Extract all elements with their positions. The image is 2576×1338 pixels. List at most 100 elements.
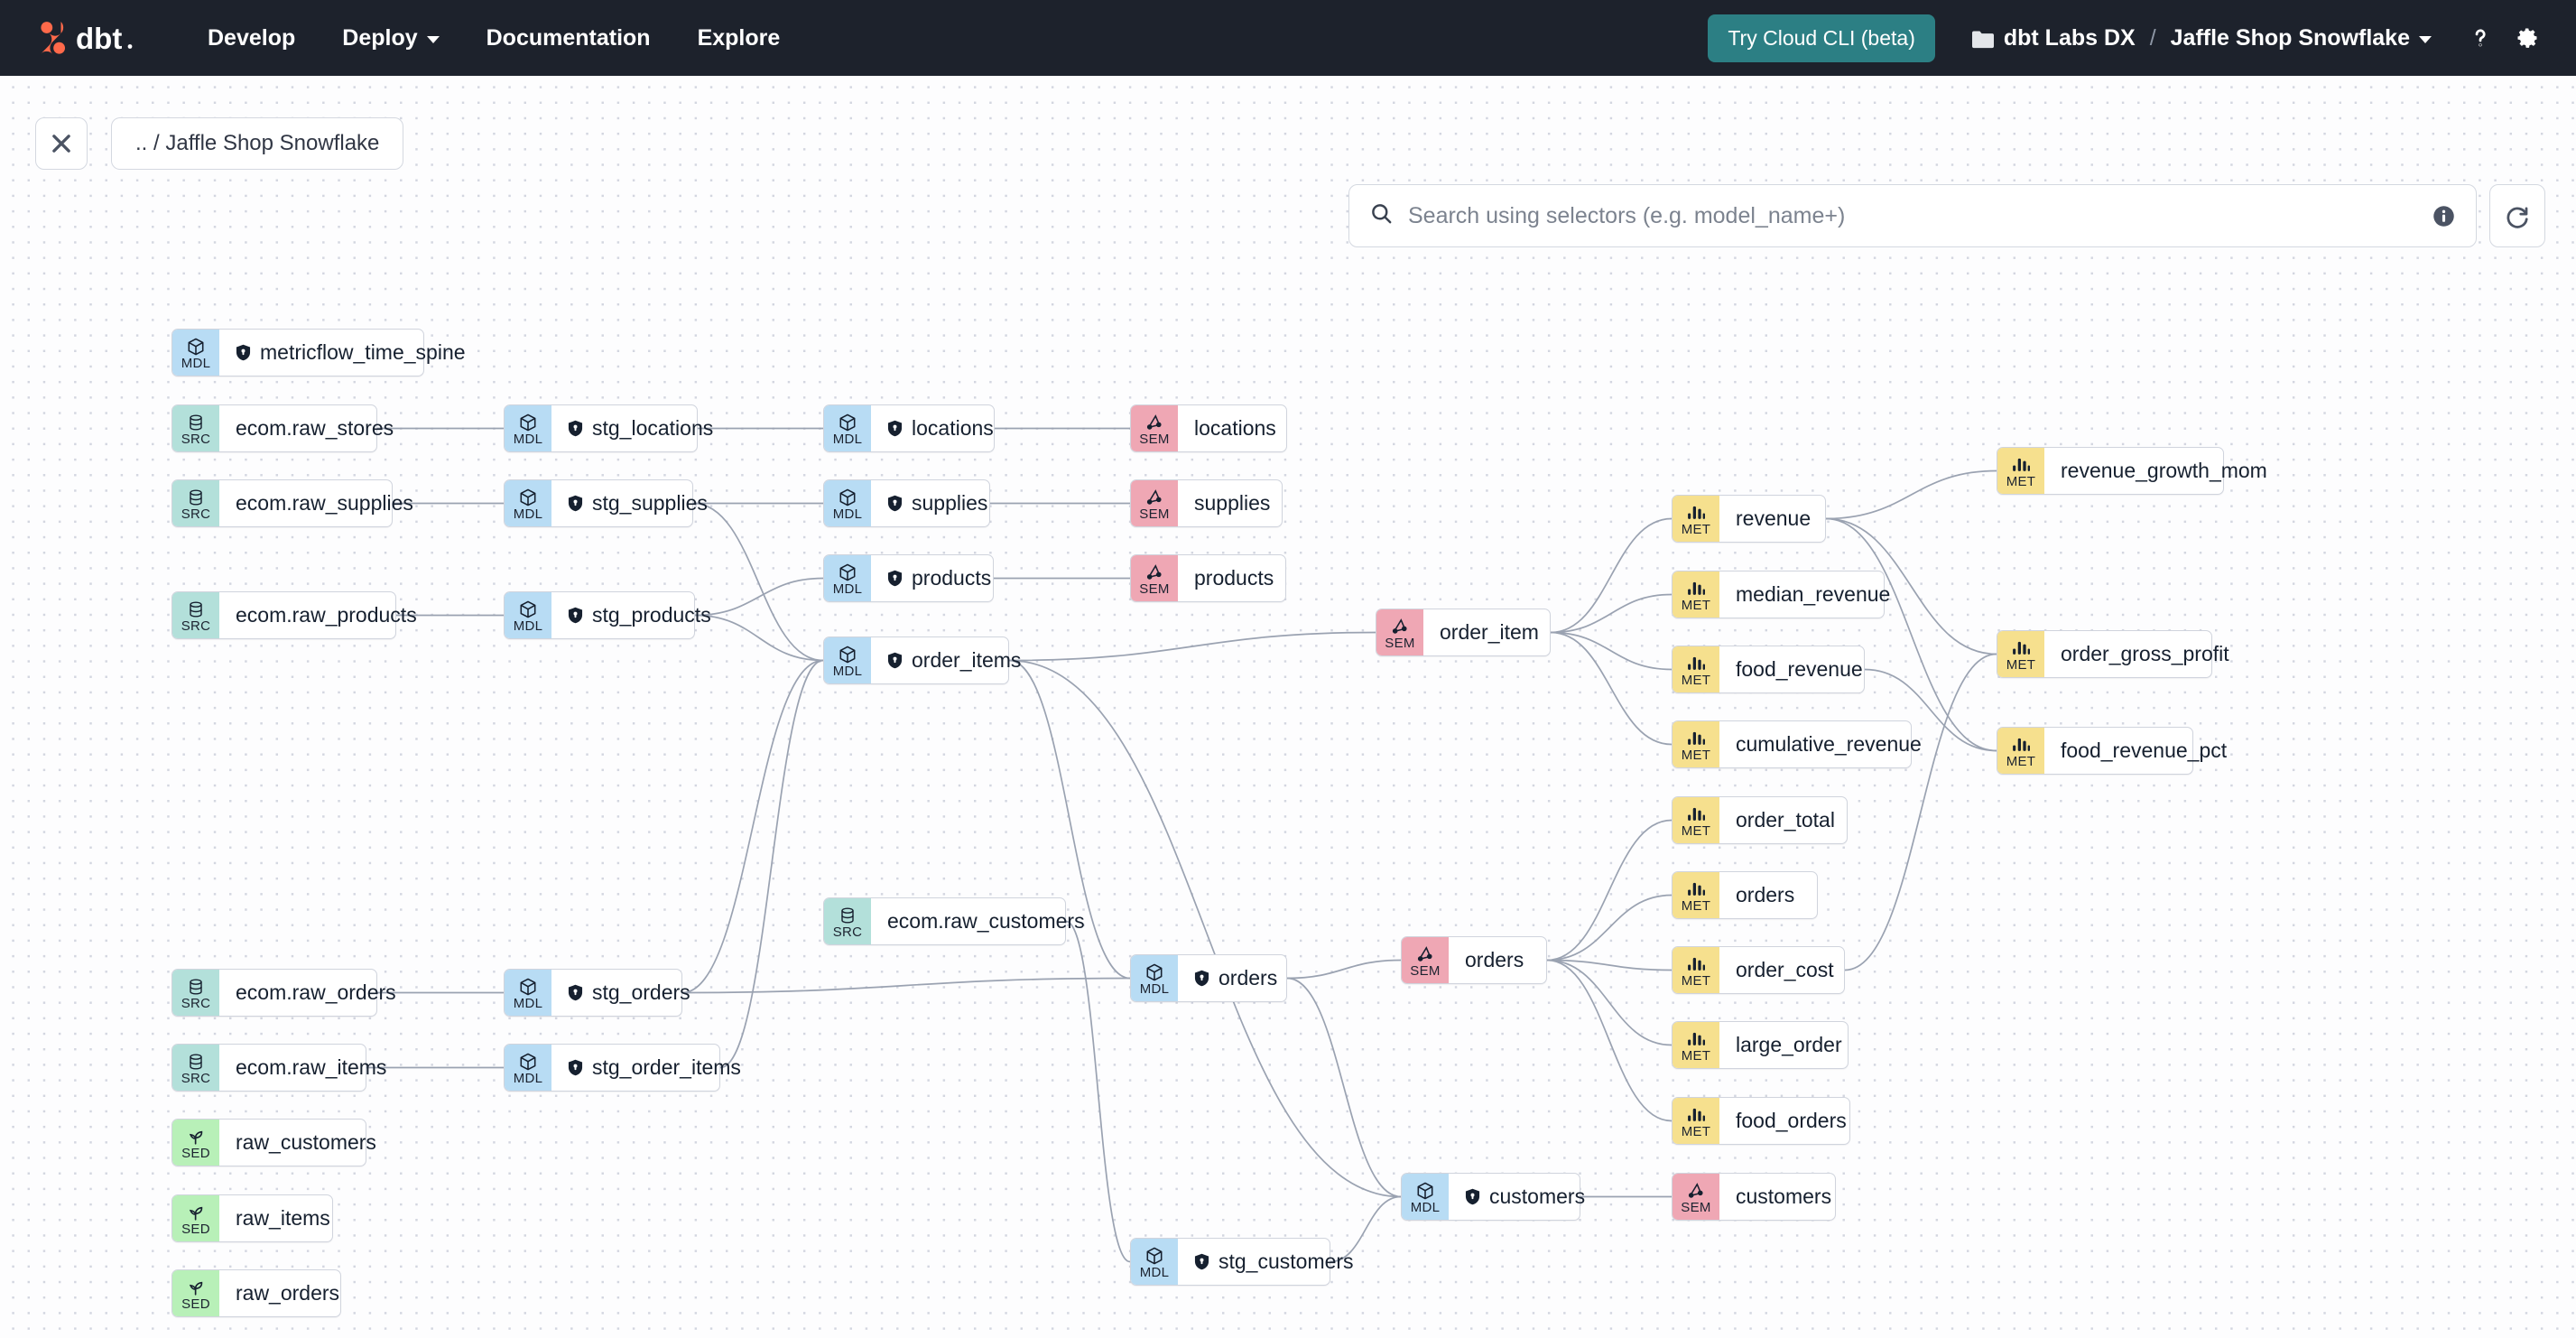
graph-edge xyxy=(681,659,824,994)
search-bar[interactable] xyxy=(1348,184,2477,247)
close-button[interactable] xyxy=(35,117,88,170)
node-label-wrap: ecom.raw_products xyxy=(219,592,435,638)
settings-button[interactable] xyxy=(2504,14,2551,61)
breadcrumb-project-dropdown[interactable]: Jaffle Shop Snowflake xyxy=(2171,25,2432,51)
node-type-badge-sem: SEM xyxy=(1131,480,1178,526)
breadcrumb-account-label: dbt Labs DX xyxy=(2003,24,2136,51)
graph-node-sem-orders[interactable]: SEM orders xyxy=(1401,936,1547,984)
graph-node-met-order-total[interactable]: MET order_total xyxy=(1672,796,1848,844)
nav-item-deploy-label: Deploy xyxy=(342,24,418,51)
graph-node-ecom-raw-items[interactable]: SRC ecom.raw_items xyxy=(171,1044,386,1092)
graph-node-sem-locations[interactable]: SEM locations xyxy=(1130,404,1287,452)
shield-icon xyxy=(1465,1188,1480,1205)
node-type-badge-mdl: MDL xyxy=(505,592,551,638)
graph-node-orders-mdl[interactable]: MDL orders xyxy=(1130,954,1287,1002)
graph-node-met-revenue[interactable]: MET revenue xyxy=(1672,495,1826,543)
met-type-icon xyxy=(2011,456,2031,475)
graph-node-order-items[interactable]: MDL order_items xyxy=(823,636,1021,684)
graph-node-ecom-raw-products[interactable]: SRC ecom.raw_products xyxy=(171,591,417,639)
node-type-badge-mdl: MDL xyxy=(505,480,551,526)
graph-node-sem-products[interactable]: SEM products xyxy=(1130,554,1286,602)
met-type-icon xyxy=(1686,580,1706,599)
refresh-button[interactable] xyxy=(2489,184,2545,247)
node-label: locations xyxy=(912,416,994,440)
mdl-type-icon xyxy=(1144,963,1164,982)
shield-icon xyxy=(568,420,583,437)
graph-node-sem-supplies[interactable]: SEM supplies xyxy=(1130,479,1283,527)
shield-icon xyxy=(568,607,583,624)
node-label: ecom.raw_products xyxy=(236,603,417,627)
node-label: orders xyxy=(1736,883,1795,906)
graph-node-met-food-orders[interactable]: MET food_orders xyxy=(1672,1097,1850,1145)
node-label-wrap: orders xyxy=(1449,937,1542,983)
nav-item-develop[interactable]: Develop xyxy=(184,16,319,60)
graph-node-stg-products[interactable]: MDL stg_products xyxy=(504,591,711,639)
graph-node-met-cumulative-revenue[interactable]: MET cumulative_revenue xyxy=(1672,720,1922,768)
graph-node-met-food-revenue-pct[interactable]: MET food_revenue_pct xyxy=(1997,727,2227,775)
graph-node-met-food-revenue[interactable]: MET food_revenue xyxy=(1672,646,1865,693)
graph-node-supplies[interactable]: MDL supplies xyxy=(823,479,990,527)
graph-edge xyxy=(1550,517,1673,634)
node-label: stg_supplies xyxy=(592,491,708,515)
nav-item-explore[interactable]: Explore xyxy=(674,16,804,60)
node-label: locations xyxy=(1194,416,1276,440)
graph-edge xyxy=(1825,469,1997,520)
breadcrumb-path-pill[interactable]: .. / Jaffle Shop Snowflake xyxy=(111,117,404,170)
graph-node-sem-order-item[interactable]: SEM order_item xyxy=(1376,609,1551,656)
try-cloud-cli-button[interactable]: Try Cloud CLI (beta) xyxy=(1708,14,1935,62)
graph-node-raw-customers[interactable]: SED raw_customers xyxy=(171,1119,376,1166)
breadcrumb-account[interactable]: dbt Labs DX xyxy=(1971,25,2136,51)
met-type-icon xyxy=(1686,880,1706,899)
graph-node-customers-mdl[interactable]: MDL customers xyxy=(1401,1173,1585,1221)
nav-item-documentation[interactable]: Documentation xyxy=(463,16,674,60)
chevron-down-icon xyxy=(426,35,440,43)
node-type-label: MDL xyxy=(513,995,543,1011)
graph-node-raw-items[interactable]: SED raw_items xyxy=(171,1194,333,1242)
graph-node-sem-customers[interactable]: SEM customers xyxy=(1672,1173,1836,1221)
graph-node-ecom-raw-customers[interactable]: SRC ecom.raw_customers xyxy=(823,897,1085,945)
node-type-badge-sem: SEM xyxy=(1376,609,1423,655)
graph-node-met-order-cost[interactable]: MET order_cost xyxy=(1672,946,1845,994)
graph-node-products[interactable]: MDL products xyxy=(823,554,994,602)
graph-node-stg-supplies[interactable]: MDL stg_supplies xyxy=(504,479,708,527)
graph-node-stg-orders[interactable]: MDL stg_orders xyxy=(504,969,690,1017)
shield-icon xyxy=(887,495,903,512)
node-label: order_gross_profit xyxy=(2061,642,2229,665)
graph-node-met-orders[interactable]: MET orders xyxy=(1672,871,1818,919)
graph-node-met-median-revenue[interactable]: MET median_revenue xyxy=(1672,571,1890,618)
node-type-badge-mdl: MDL xyxy=(505,970,551,1016)
node-type-label: MET xyxy=(2006,656,2036,673)
node-type-badge-sed: SED xyxy=(172,1120,219,1166)
graph-node-met-order-gross-profit[interactable]: MET order_gross_profit xyxy=(1997,630,2229,678)
graph-node-metricflow-time-spine[interactable]: MDL metricflow_time_spine xyxy=(171,329,466,376)
node-label: ecom.raw_orders xyxy=(236,980,396,1004)
node-label-wrap: ecom.raw_items xyxy=(219,1045,404,1091)
node-type-badge-met: MET xyxy=(1673,721,1719,767)
graph-node-stg-locations[interactable]: MDL stg_locations xyxy=(504,404,713,452)
graph-nodes-layer: MDL metricflow_time_spine SRC ecom.raw_s… xyxy=(0,76,2576,1338)
node-label-wrap: raw_customers xyxy=(219,1120,394,1166)
node-type-label: MET xyxy=(1681,672,1711,688)
info-icon[interactable] xyxy=(2432,204,2456,228)
node-label-wrap: food_orders xyxy=(1719,1098,1865,1144)
node-label-wrap: customers xyxy=(1719,1174,1849,1220)
graph-node-ecom-raw-orders[interactable]: SRC ecom.raw_orders xyxy=(171,969,396,1017)
graph-node-met-large-order[interactable]: MET large_order xyxy=(1672,1021,1849,1069)
graph-node-raw-orders[interactable]: SED raw_orders xyxy=(171,1269,341,1317)
node-type-badge-sed: SED xyxy=(172,1195,219,1241)
graph-node-locations[interactable]: MDL locations xyxy=(823,404,995,452)
graph-node-met-revenue-growth-mom[interactable]: MET revenue_growth_mom xyxy=(1997,447,2267,495)
mdl-type-icon xyxy=(1415,1182,1435,1201)
search-input[interactable] xyxy=(1408,202,2432,229)
dbt-logo[interactable]: dbt xyxy=(34,18,135,58)
graph-node-stg-customers[interactable]: MDL stg_customers xyxy=(1130,1238,1354,1286)
lineage-graph-canvas[interactable]: .. / Jaffle Shop Snowflake MDL xyxy=(0,76,2576,1338)
nav-item-deploy[interactable]: Deploy xyxy=(319,16,462,60)
graph-node-ecom-raw-supplies[interactable]: SRC ecom.raw_supplies xyxy=(171,479,413,527)
mdl-type-icon xyxy=(1144,1247,1164,1266)
graph-node-stg-order-items[interactable]: MDL stg_order_items xyxy=(504,1044,741,1092)
node-type-label: SEM xyxy=(1385,635,1415,651)
node-label: supplies xyxy=(912,491,988,515)
help-button[interactable] xyxy=(2457,14,2504,61)
graph-node-ecom-raw-stores[interactable]: SRC ecom.raw_stores xyxy=(171,404,394,452)
